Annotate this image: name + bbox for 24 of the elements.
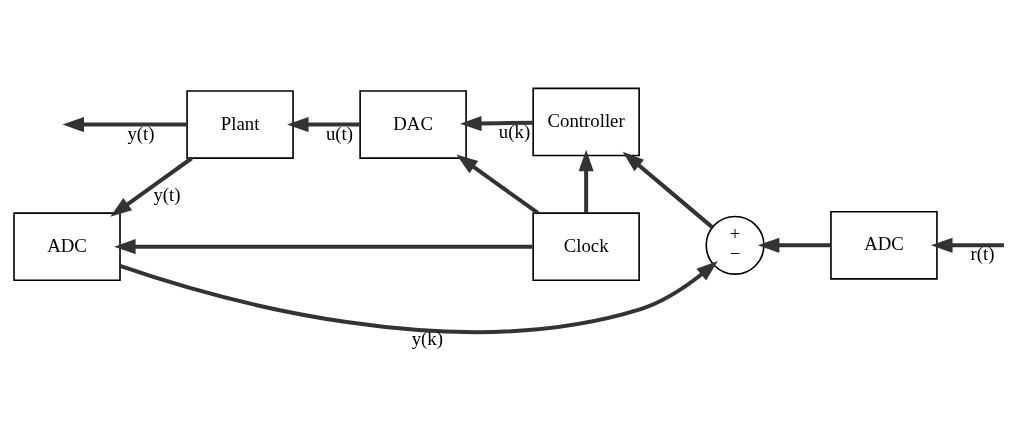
edge-label: y(k) [411, 327, 443, 349]
arrow [622, 151, 714, 229]
arrow [578, 149, 594, 213]
arrow [110, 156, 193, 217]
node-circle: + − [705, 215, 765, 275]
arrow [119, 260, 718, 334]
node-box: Controller [532, 87, 640, 156]
node-box: Plant [186, 89, 294, 159]
arrow [456, 154, 539, 215]
arrow [757, 237, 831, 253]
arrow [114, 238, 533, 254]
edge-label: y(t) [127, 122, 155, 144]
edge-label: u(k) [498, 120, 531, 142]
edge-label: y(t) [153, 183, 181, 205]
arrow [931, 237, 1004, 253]
edge-label: u(t) [325, 122, 353, 144]
edge-label: r(t) [970, 242, 995, 264]
arrow [287, 116, 360, 132]
node-box: ADC [13, 211, 121, 281]
node-box: DAC [359, 89, 467, 159]
node-box: ADC [830, 210, 938, 280]
node-box: Clock [532, 211, 640, 281]
arrow [62, 116, 187, 132]
arrow [460, 115, 533, 131]
